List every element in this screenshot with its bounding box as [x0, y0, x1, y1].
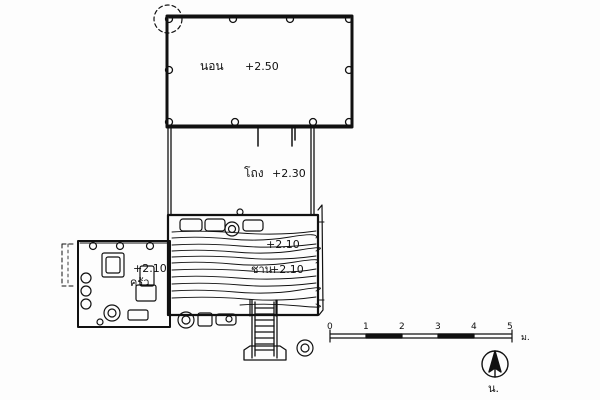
scale-tick-4: 4 — [471, 322, 477, 332]
entrance-stair — [243, 299, 287, 361]
terrace-boards — [171, 230, 321, 308]
scale-tick-2: 2 — [399, 322, 405, 332]
scale-tick-5: 5 — [507, 322, 513, 332]
bedroom-label: นอน — [200, 59, 224, 73]
terrace-bottom-items — [177, 299, 277, 329]
terrace-room — [166, 204, 325, 317]
hall-level: +2.30 — [272, 167, 306, 180]
terrace-level: +2.10 — [270, 263, 304, 276]
scale-tick-0: 0 — [327, 322, 333, 332]
kitchen-label: ครัว — [130, 276, 149, 289]
north-arrow-label: น. — [488, 382, 499, 395]
scale-unit: ม. — [521, 333, 530, 343]
scale-bar-ticks: 0 1 2 3 4 5 — [327, 322, 513, 332]
bedroom-posts — [164, 14, 354, 127]
bedroom-level: +2.50 — [245, 60, 279, 73]
hall-label: โถง — [244, 166, 264, 180]
detail-callout-circle — [153, 4, 183, 34]
north-arrow-icon — [481, 350, 509, 378]
terrace-upper-level: +2.10 — [266, 238, 300, 251]
kitchen-items — [80, 241, 157, 326]
bedroom-door — [257, 126, 296, 147]
scale-tick-3: 3 — [435, 322, 441, 332]
terrace-jars — [179, 208, 264, 237]
entrance-jar — [296, 339, 314, 357]
terrace-label: ชาน — [251, 263, 273, 276]
scale-bar — [329, 329, 513, 343]
scale-tick-1: 1 — [363, 322, 369, 332]
kitchen-level: +2.10 — [133, 262, 167, 275]
